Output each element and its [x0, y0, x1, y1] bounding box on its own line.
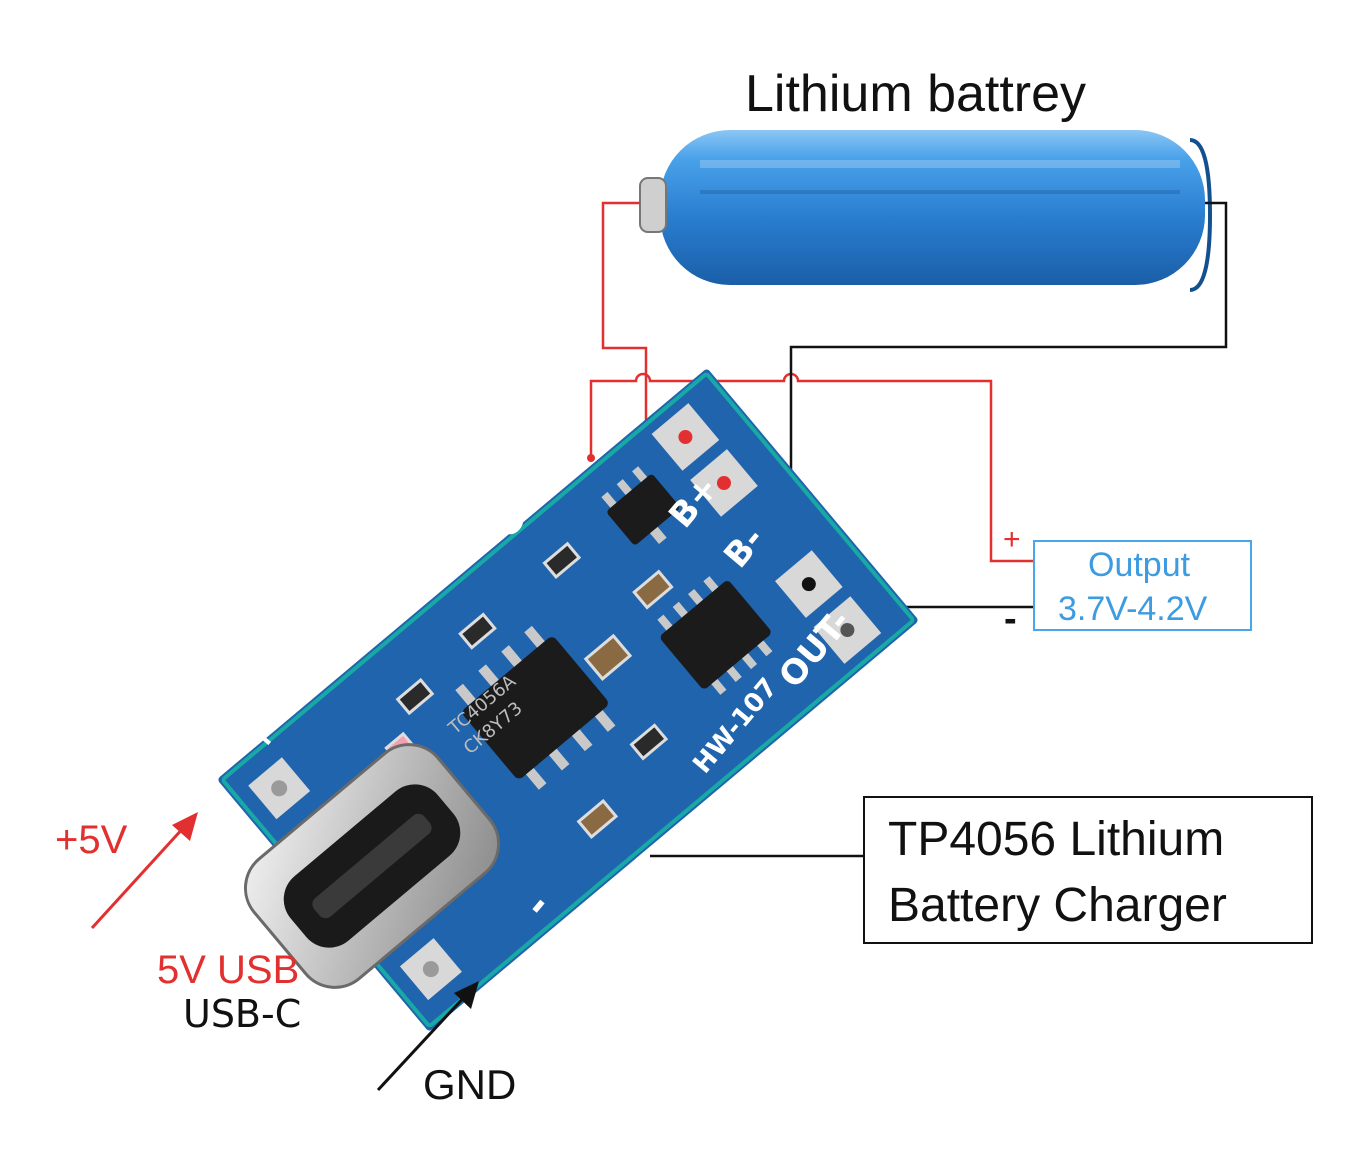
pad-out-plus — [651, 403, 720, 471]
pad-b-minus — [775, 550, 843, 618]
mosfet-chip — [601, 466, 680, 545]
plus5v-label: +5V — [55, 818, 128, 862]
output-voltage: 3.7V-4.2V — [1058, 590, 1208, 628]
positive-wires — [589, 201, 1033, 563]
pad-b-plus — [690, 449, 758, 517]
gnd-arrow — [376, 981, 479, 1092]
output-label: Output — [1088, 546, 1191, 584]
module-label-box — [863, 796, 1313, 944]
main-ic — [455, 625, 616, 790]
module-label-line1: TP4056 Lithium — [888, 813, 1225, 866]
output-minus-sign: - — [1004, 598, 1017, 640]
pad-in-minus — [399, 938, 462, 1001]
module-label-line2: Battery Charger — [888, 879, 1227, 932]
usb-c-connector — [243, 743, 501, 989]
usb-c-label: USB-C — [183, 992, 302, 1036]
output-box — [1033, 540, 1252, 631]
gnd-label: GND — [423, 1061, 517, 1108]
plus5v-arrow — [90, 812, 198, 930]
lithium-battery — [639, 130, 1213, 292]
battery-title: Lithium battrey — [745, 65, 1087, 123]
usb-5v-label: 5V USB — [157, 948, 300, 992]
output-plus-sign: + — [1003, 523, 1021, 556]
pad-in-plus — [248, 757, 311, 820]
battery-positive-terminal — [639, 177, 667, 233]
protection-ic — [657, 576, 773, 695]
pad-out-minus — [813, 596, 882, 664]
